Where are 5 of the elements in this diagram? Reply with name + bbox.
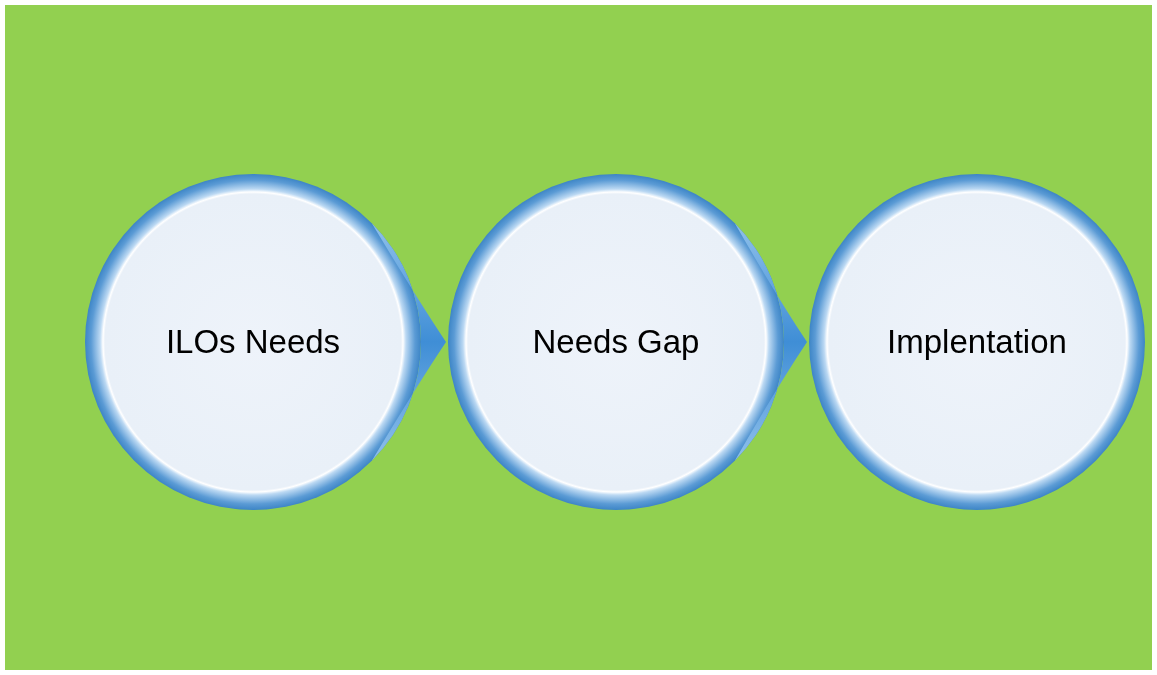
node-label: Implentation bbox=[887, 323, 1067, 361]
arrow bbox=[734, 223, 807, 461]
node-label: ILOs Needs bbox=[165, 323, 341, 361]
arrow bbox=[371, 223, 446, 461]
node-label: Needs Gap bbox=[532, 323, 700, 361]
